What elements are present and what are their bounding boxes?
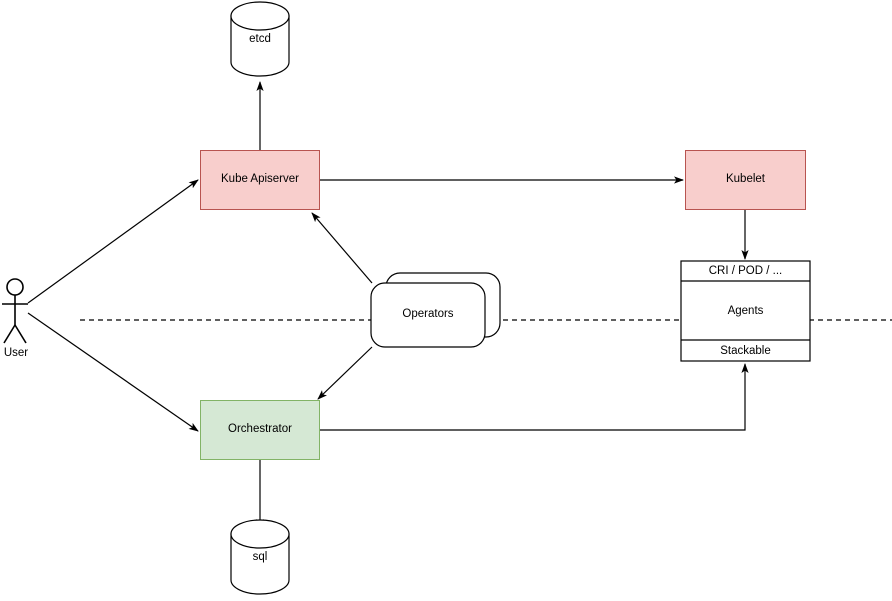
agents-row-agents-label: Agents [727,304,764,317]
node-kubelet-label: Kubelet [725,173,765,186]
node-kube-apiserver-label: Kube Apiserver [221,173,299,186]
edge-orchestrator-to-stackable [320,363,749,431]
agents-row-agents[interactable]: Agents [681,281,810,340]
agents-row-cri-pod[interactable]: CRI / POD / ... [681,261,810,281]
node-agents-table[interactable]: CRI / POD / ... Agents Stackable [681,261,810,361]
agents-row-cri-pod-label: CRI / POD / ... [708,265,783,277]
node-operators-label-wrap[interactable]: Operators [371,283,485,347]
edge-operators-to-kube-apiserver [311,212,373,284]
node-kube-apiserver[interactable]: Kube Apiserver [200,150,320,210]
etcd-cylinder-shape [230,1,290,77]
operators-stack-shape[interactable] [370,272,501,348]
agents-row-stackable-label: Stackable [720,344,771,357]
node-orchestrator-label: Orchestrator [228,423,292,436]
sql-cylinder-shape [230,519,290,595]
node-orchestrator[interactable]: Orchestrator [200,400,320,460]
node-user-label: User [3,347,29,360]
user-actor-shape [2,278,28,344]
edge-user-to-orchestrator [27,312,199,432]
agents-row-stackable[interactable]: Stackable [681,340,810,361]
node-etcd-label: etcd [249,33,271,46]
edge-user-to-kube-apiserver [27,179,199,304]
node-kubelet[interactable]: Kubelet [685,150,806,210]
node-sql-label-wrap: sql [231,546,289,570]
edge-operators-to-orchestrator [317,346,373,400]
node-operators-label: Operators [402,308,454,321]
node-user-label-wrap: User [0,345,32,363]
node-etcd-label-wrap: etcd [231,28,289,52]
node-sql-label: sql [252,551,268,564]
agents-table-shape [680,260,811,362]
